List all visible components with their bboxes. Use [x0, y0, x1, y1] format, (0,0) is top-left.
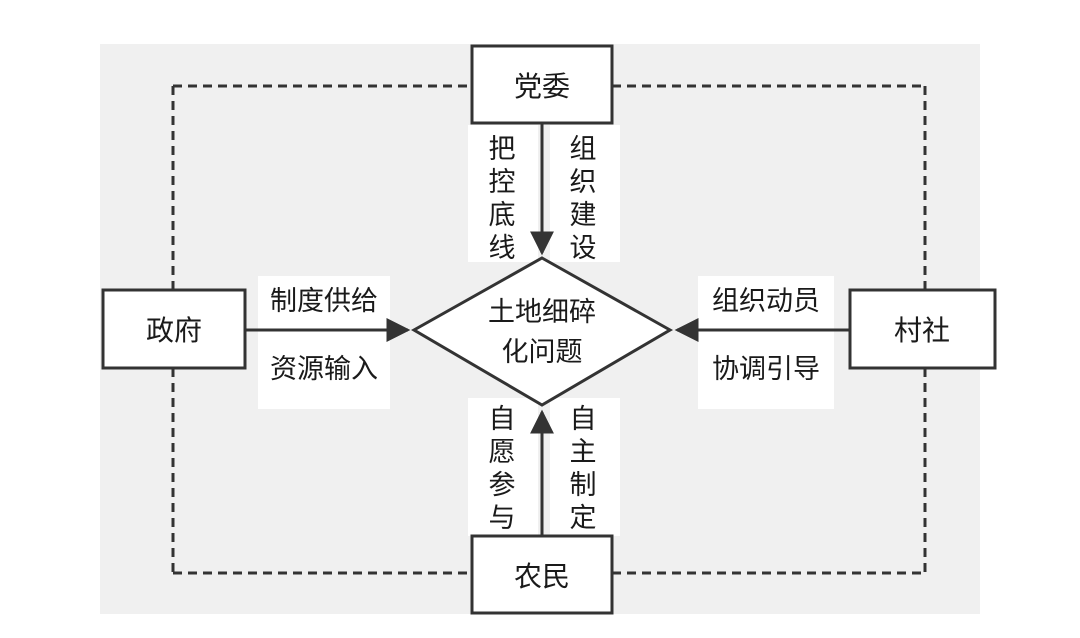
center-diamond: [410, 256, 674, 407]
node-top-label: 党委: [514, 70, 570, 103]
node-top: 党委: [470, 44, 614, 125]
edge-label-top-right: 组织建设: [570, 134, 597, 264]
edge-label-right-upper: 组织动员: [712, 286, 820, 317]
edge-label-bottom-left: 自愿参与: [489, 404, 516, 534]
edge-label-bottom-right: 自主制定: [570, 404, 597, 534]
edge-label-top-left: 把控底线: [489, 134, 516, 264]
center-text-line1: 土地细碎: [488, 297, 596, 328]
node-right: 村社: [848, 288, 997, 370]
edge-label-left-upper: 制度供给: [270, 286, 378, 317]
node-left-label: 政府: [146, 314, 202, 347]
node-left: 政府: [101, 288, 247, 370]
node-bottom-label: 农民: [514, 560, 570, 593]
dashed-frame: [171, 84, 927, 575]
edge-label-left-lower: 资源输入: [270, 354, 378, 385]
label-backgrounds: [258, 125, 834, 536]
edge-label-right-lower: 协调引导: [712, 354, 820, 385]
center-text-line2: 化问题: [502, 337, 583, 368]
node-bottom: 农民: [470, 534, 614, 615]
node-right-label: 村社: [894, 314, 950, 347]
arrows: [245, 123, 850, 536]
